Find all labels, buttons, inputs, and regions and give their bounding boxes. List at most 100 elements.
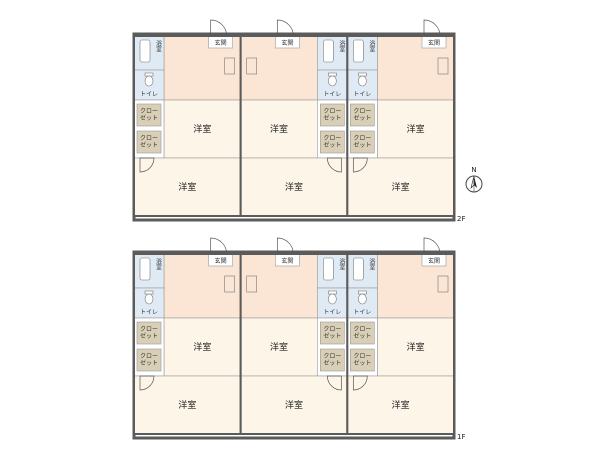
western-room [133, 375, 241, 435]
western-room-label: 洋室 [285, 181, 303, 193]
kitchen-counter [246, 57, 257, 75]
western-room [377, 317, 455, 377]
closet-label: クローゼット [353, 135, 371, 149]
western-room [347, 157, 455, 217]
closet-label: クローゼット [353, 326, 371, 340]
western-room-label: 洋室 [392, 181, 410, 193]
kitchen-counter [224, 57, 235, 75]
closet-label: クローゼット [140, 135, 158, 149]
toilet-fixture [358, 290, 367, 305]
closet [320, 130, 345, 154]
western-room [240, 99, 318, 159]
western-room-label: 洋室 [193, 123, 211, 135]
western-room-label: 洋室 [392, 399, 410, 411]
floor-plan-2f: 浴室トイレ玄関洋室クローゼットクローゼット洋室浴室トイレ玄関洋室クローゼットクロ… [132, 19, 465, 223]
western-room-label: 洋室 [407, 123, 425, 135]
closet-label: クローゼット [140, 326, 158, 340]
room-door-swing [326, 375, 342, 391]
western-room [133, 157, 241, 217]
bath-label: 浴室 [338, 39, 345, 52]
floor-label: 1F [457, 433, 465, 441]
western-room-label: 洋室 [178, 399, 196, 411]
unit-wall [346, 35, 456, 217]
bath-label: 浴室 [338, 257, 345, 270]
kitchen-counter [437, 57, 449, 75]
closet-label: クローゼット [323, 108, 341, 122]
western-room-label: 洋室 [178, 181, 196, 193]
entrance-label: 玄関 [428, 257, 440, 265]
bath-label: 浴室 [368, 257, 375, 270]
closet [350, 321, 375, 345]
toilet-fixture [144, 72, 154, 87]
toilet-label: トイレ [140, 309, 158, 316]
closet [136, 348, 162, 372]
closet [350, 130, 375, 154]
closet-label: クローゼット [140, 108, 158, 122]
closet-label: クローゼット [353, 353, 371, 367]
western-room [163, 99, 241, 159]
closet [320, 321, 345, 345]
toilet-label: トイレ [353, 309, 371, 316]
western-room [347, 375, 455, 435]
bathtub [139, 257, 151, 281]
room-door-swing [139, 375, 155, 391]
unit-wall [346, 253, 456, 435]
bathtub [323, 39, 334, 63]
toilet-bowl [328, 75, 337, 87]
toilet-tank [328, 72, 337, 77]
closet [136, 130, 162, 154]
entrance-label: 玄関 [215, 39, 227, 47]
toilet-bowl [358, 75, 367, 87]
western-room [163, 317, 241, 377]
bathtub [139, 39, 151, 63]
entrance-label: 玄関 [428, 39, 440, 47]
kitchen-counter [224, 275, 235, 293]
room-door-swing [352, 157, 368, 173]
western-room-label: 洋室 [270, 341, 288, 353]
closet-label: クローゼット [353, 108, 371, 122]
closet [350, 348, 375, 372]
western-room-label: 洋室 [407, 341, 425, 353]
toilet-label: トイレ [323, 91, 341, 98]
toilet-bowl [144, 293, 154, 305]
closet-label: クローゼット [140, 353, 158, 367]
closet-label: クローゼット [323, 326, 341, 340]
closet [136, 103, 162, 127]
toilet-label: トイレ [353, 91, 371, 98]
western-room-label: 洋室 [270, 123, 288, 135]
bathtub [323, 257, 334, 281]
closet [320, 103, 345, 127]
toilet-label: トイレ [323, 309, 341, 316]
toilet-tank [144, 72, 154, 77]
room-door-swing [352, 375, 368, 391]
toilet-fixture [144, 290, 154, 305]
toilet-fixture [358, 72, 367, 87]
closet-label: クローゼット [323, 135, 341, 149]
toilet-bowl [328, 293, 337, 305]
closet [136, 321, 162, 345]
toilet-tank [358, 72, 367, 77]
compass-icon: N [465, 166, 483, 193]
toilet-tank [328, 290, 337, 295]
room-door-swing [139, 157, 155, 173]
floor-plan-1f: 浴室トイレ玄関洋室クローゼットクローゼット洋室浴室トイレ玄関洋室クローゼットクロ… [132, 237, 465, 441]
floor-label: 2F [457, 215, 465, 223]
bath-label: 浴室 [155, 39, 162, 52]
bath-label: 浴室 [368, 39, 375, 52]
entrance-label: 玄関 [281, 39, 293, 47]
toilet-bowl [144, 75, 154, 87]
western-room [240, 157, 348, 217]
compass-north-label: N [471, 166, 476, 174]
closet [350, 103, 375, 127]
kitchen-counter [437, 275, 449, 293]
closet [320, 348, 345, 372]
western-room-label: 洋室 [193, 341, 211, 353]
toilet-tank [144, 290, 154, 295]
